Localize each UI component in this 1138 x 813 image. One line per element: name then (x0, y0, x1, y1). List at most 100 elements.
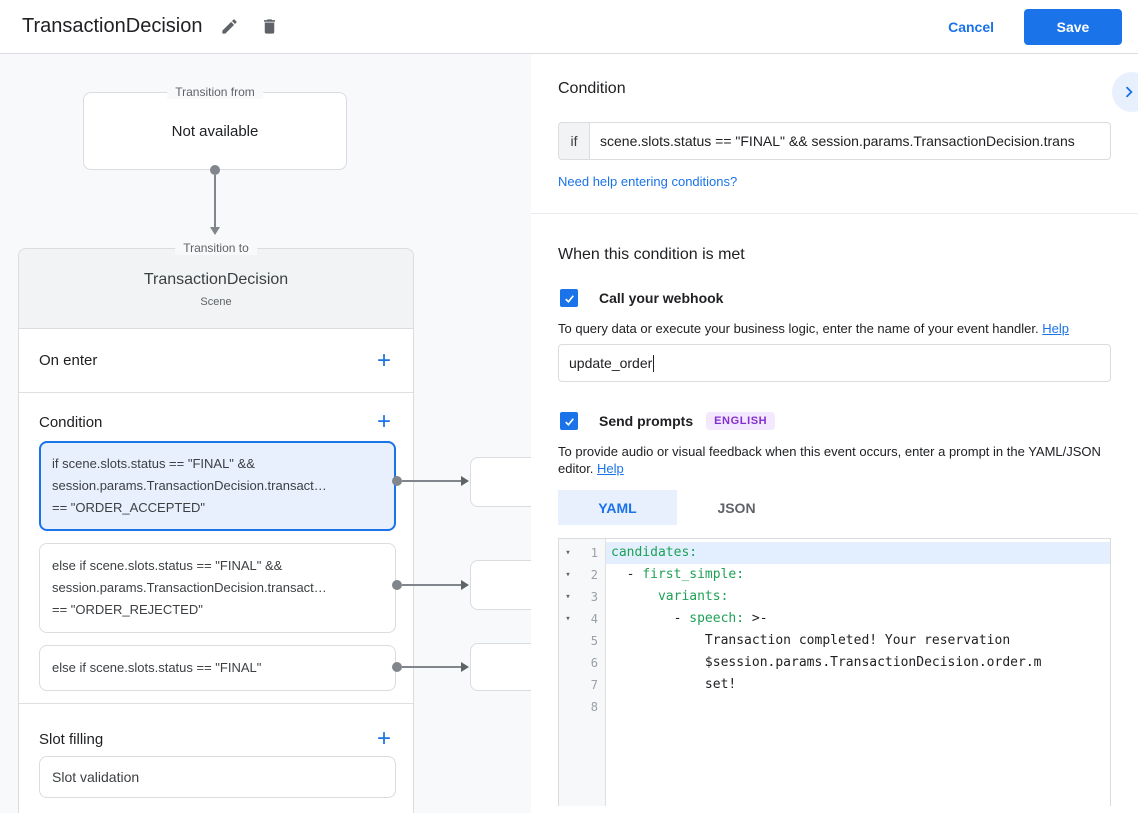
collapse-panel-button[interactable] (1112, 72, 1138, 112)
trash-icon (263, 19, 275, 34)
arrowhead-right-icon (461, 662, 469, 672)
gutter-line: ▾2 (559, 564, 605, 586)
webhook-label: Call your webhook (599, 290, 724, 306)
condition-item-line: == "ORDER_ACCEPTED" (52, 500, 205, 515)
code-token (611, 589, 658, 604)
next-scene-box-2[interactable] (470, 560, 531, 610)
next-scene-box-3[interactable] (470, 643, 531, 691)
webhook-description: To query data or execute your business l… (558, 321, 1069, 336)
check-icon (564, 417, 574, 426)
line-number: 3 (590, 590, 598, 604)
cancel-button[interactable]: Cancel (948, 18, 994, 35)
connector-line (402, 480, 461, 482)
code-line[interactable]: - speech: >- (606, 608, 1110, 630)
line-number: 2 (590, 568, 598, 582)
scene-diagram-canvas: Transition from Not available Transition… (0, 54, 531, 813)
line-number: 6 (590, 656, 598, 670)
send-prompts-label: Send prompts (599, 413, 694, 429)
webhook-handler-input[interactable]: update_order (558, 344, 1111, 382)
prompts-help-link[interactable]: Help (597, 461, 624, 476)
edit-icon[interactable] (216, 14, 242, 40)
delete-icon[interactable] (256, 14, 282, 40)
code-token: variants: (657, 589, 729, 604)
add-condition-button[interactable]: + (373, 410, 395, 434)
transition-to-label: Transition to (175, 241, 257, 255)
add-on-enter-button[interactable]: + (373, 348, 395, 372)
fold-arrow-icon[interactable]: ▾ (565, 592, 571, 602)
transition-from-box: Transition from Not available (83, 85, 347, 170)
arrowhead-right-icon (461, 476, 469, 486)
scene-card-header: TransactionDecision Scene (19, 249, 413, 329)
code-line[interactable]: set! (606, 674, 1110, 696)
gutter-line: ▾4 (559, 608, 605, 630)
if-prefix-label: if (558, 122, 589, 160)
condition-item[interactable]: if scene.slots.status == "FINAL" &&sessi… (39, 441, 396, 531)
code-token: set! (611, 677, 737, 692)
connector-dot (392, 662, 402, 672)
webhook-help-link[interactable]: Help (1042, 321, 1069, 336)
connector-dot (392, 476, 402, 486)
code-line[interactable] (606, 696, 1110, 718)
fold-arrow-icon[interactable]: ▾ (565, 548, 571, 558)
condition-connector-1 (392, 476, 469, 486)
code-line[interactable]: candidates: (606, 542, 1110, 564)
section-slot-filling: Slot filling + (19, 704, 413, 756)
slot-filling-label: Slot filling (39, 730, 104, 748)
condition-help-link[interactable]: Need help entering conditions? (558, 174, 738, 189)
section-on-enter: On enter + (19, 329, 413, 393)
condition-item[interactable]: else if scene.slots.status == "FINAL" (39, 645, 396, 691)
section-condition: Condition + (19, 393, 413, 441)
connector-dot (210, 165, 220, 175)
webhook-checkbox[interactable] (560, 289, 578, 307)
code-line[interactable]: Transaction completed! Your reservation (606, 630, 1110, 652)
condition-item-line: == "ORDER_REJECTED" (52, 602, 203, 617)
condition-item-line: else if scene.slots.status == "FINAL" && (52, 558, 283, 573)
pencil-icon (222, 19, 237, 34)
editor-code-area[interactable]: candidates: - first_simple: variants: - … (606, 539, 1110, 806)
transition-arrow (205, 165, 225, 235)
code-line[interactable]: variants: (606, 586, 1110, 608)
connector-line (214, 175, 216, 227)
language-badge: ENGLISH (706, 412, 776, 430)
code-token: candidates: (611, 545, 698, 560)
line-number: 7 (590, 678, 598, 692)
fold-arrow-icon[interactable]: ▾ (565, 570, 571, 580)
condition-detail-panel: Condition if Need help entering conditio… (531, 54, 1138, 813)
slot-validation-item[interactable]: Slot validation (39, 756, 396, 798)
code-token: - (611, 611, 690, 626)
condition-connector-2 (392, 580, 469, 590)
fold-arrow-icon[interactable]: ▾ (565, 614, 571, 624)
save-button[interactable]: Save (1024, 8, 1122, 45)
gutter-line: ▾3 (559, 586, 605, 608)
condition-item-line: else if scene.slots.status == "FINAL" (52, 660, 262, 675)
tab-yaml[interactable]: YAML (558, 490, 677, 525)
line-number: 4 (590, 612, 598, 626)
condition-section: Condition if Need help entering conditio… (531, 54, 1138, 214)
on-enter-label: On enter (39, 352, 98, 369)
condition-label: Condition (39, 413, 103, 431)
transition-from-label: Transition from (167, 85, 263, 99)
check-icon (564, 294, 574, 303)
tab-json[interactable]: JSON (717, 499, 756, 516)
code-line[interactable]: $session.params.TransactionDecision.orde… (606, 652, 1110, 674)
transition-from-content: Not available (171, 122, 259, 140)
code-line[interactable]: - first_simple: (606, 564, 1110, 586)
condition-expression-input[interactable] (589, 122, 1111, 160)
code-token: Transaction completed! Your reservation (611, 633, 1011, 648)
gutter-line: 5 (559, 630, 605, 652)
page-title: TransactionDecision (22, 15, 203, 37)
next-scene-box-1[interactable] (470, 457, 531, 507)
gutter-line: 7 (559, 674, 605, 696)
transition-to-card: Transition to TransactionDecision Scene … (18, 241, 414, 813)
line-number: 8 (590, 700, 598, 714)
condition-heading: Condition (558, 80, 626, 97)
gutter-line: 8 (559, 696, 605, 718)
send-prompts-checkbox[interactable] (560, 412, 578, 430)
connector-line (402, 666, 461, 668)
add-slot-button[interactable]: + (373, 727, 395, 751)
code-token: first_simple: (642, 567, 745, 582)
condition-item[interactable]: else if scene.slots.status == "FINAL" &&… (39, 543, 396, 633)
condition-item-line: session.params.TransactionDecision.trans… (52, 580, 327, 595)
